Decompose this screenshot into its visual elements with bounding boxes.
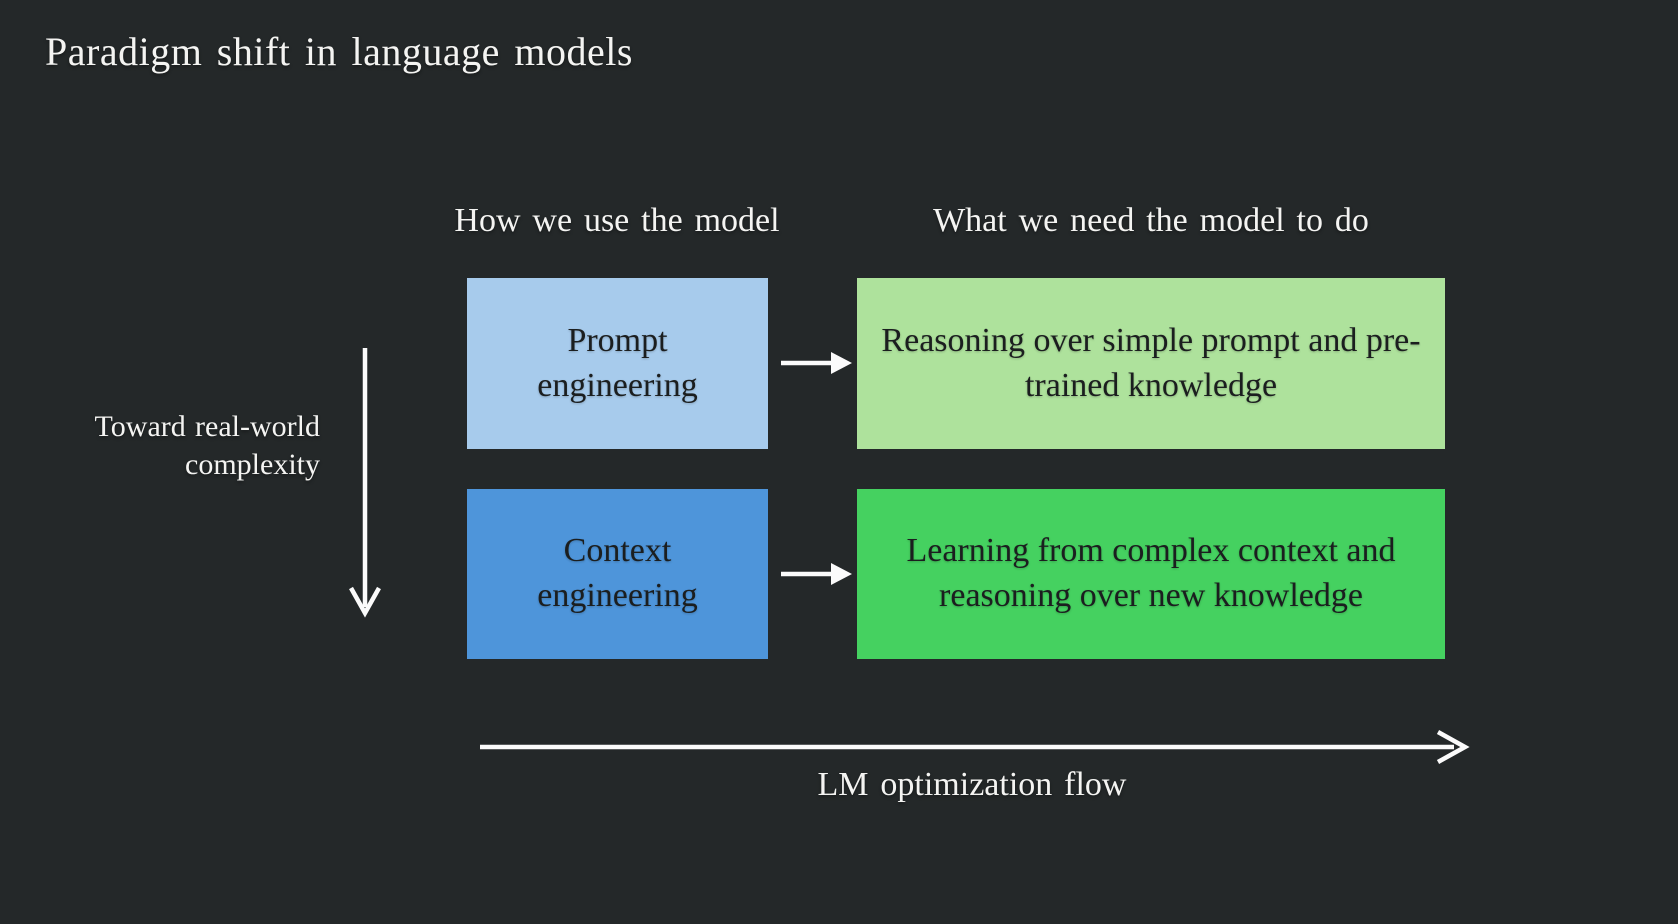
prompt-engineering-label: Prompt engineering — [537, 321, 698, 404]
horizontal-axis-label: LM optimization flow — [817, 766, 1127, 803]
context-engineering-box: Context engineering — [467, 489, 768, 659]
reasoning-outcome-label: Reasoning over simple prompt and pre-tra… — [881, 321, 1421, 404]
right-arrow-icon — [781, 352, 852, 374]
context-engineering-label: Context engineering — [537, 532, 698, 614]
vertical-axis-label: Toward real-world complexity — [94, 410, 320, 482]
page-title: Paradigm shift in language models — [45, 29, 633, 74]
right-arrow-icon — [480, 730, 1470, 764]
down-arrow-icon — [349, 348, 381, 618]
learning-outcome-box: Learning from complex context and reason… — [857, 489, 1445, 659]
right-arrow-icon — [781, 563, 852, 585]
column-header-need: What we need the model to do — [933, 202, 1369, 239]
prompt-engineering-box: Prompt engineering — [467, 278, 768, 449]
column-header-method: How we use the model — [454, 202, 780, 239]
learning-outcome-label: Learning from complex context and reason… — [906, 532, 1396, 614]
reasoning-outcome-box: Reasoning over simple prompt and pre-tra… — [857, 278, 1445, 449]
